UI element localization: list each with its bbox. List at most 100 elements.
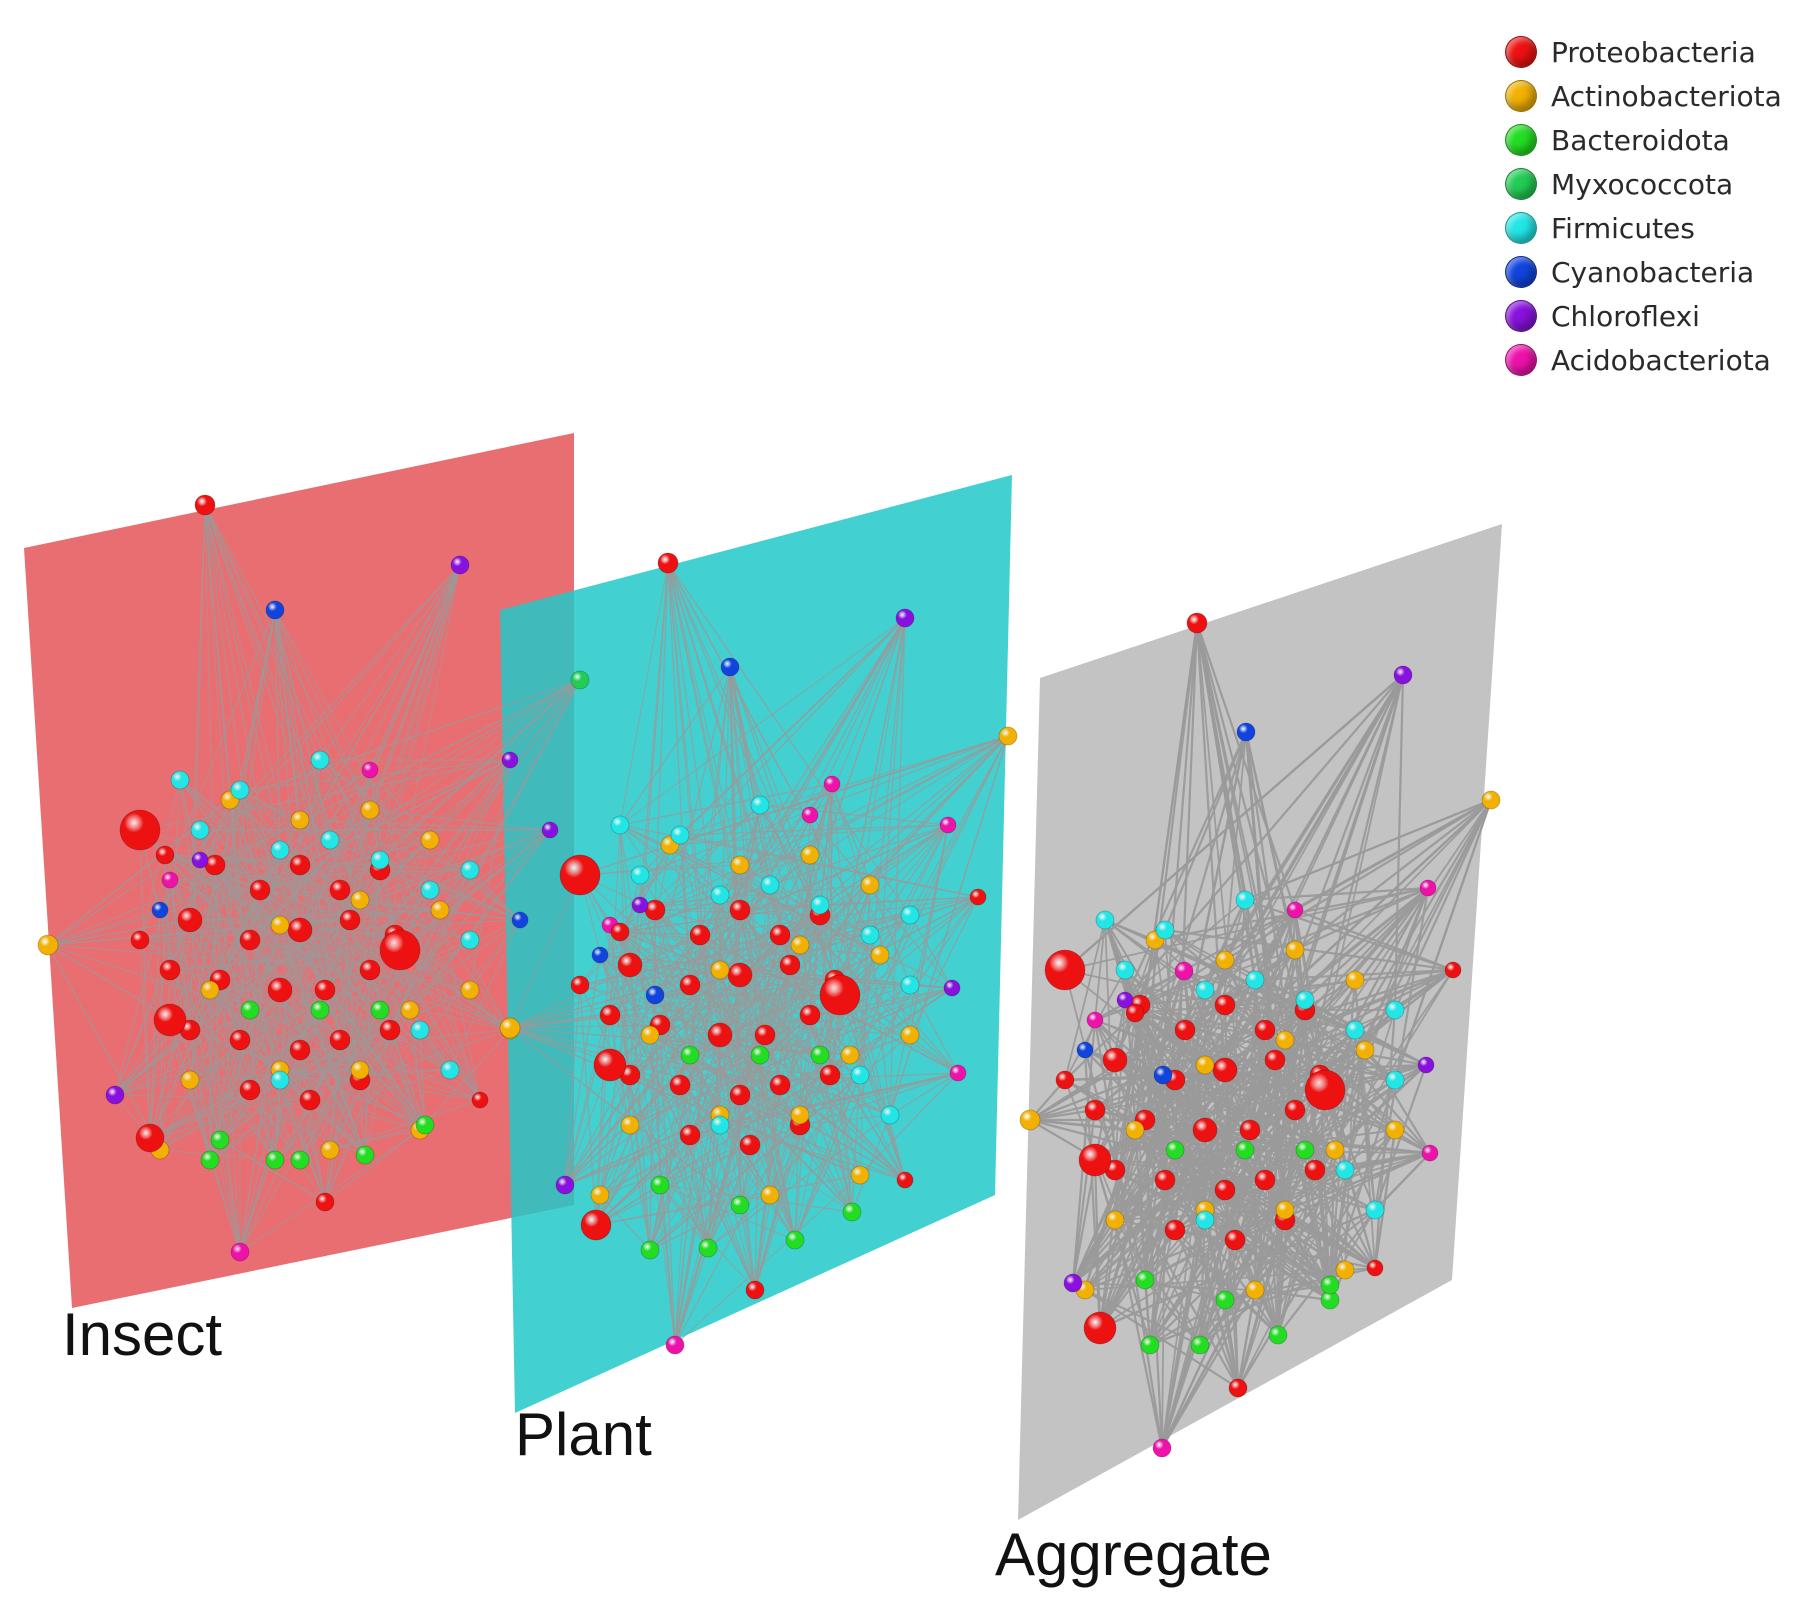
node-proteobacteria: [1125, 1003, 1145, 1023]
node-cyanobacteria: [1076, 1041, 1094, 1059]
edge: [699, 934, 721, 1036]
node-bacteroidota: [355, 1145, 375, 1165]
edge: [319, 759, 431, 841]
node-firmicutes: [710, 1115, 730, 1135]
edge: [679, 617, 906, 836]
node-bacteroidota: [210, 1130, 230, 1150]
node-actinobacteriota: [360, 800, 380, 820]
node-proteobacteria: [769, 1074, 791, 1096]
edge: [599, 1074, 631, 1196]
node-firmicutes: [1385, 1000, 1405, 1020]
edge: [299, 864, 326, 991]
node-firmicutes: [270, 840, 290, 860]
node-actinobacteriota: [840, 1045, 860, 1065]
node-firmicutes: [310, 750, 330, 770]
edge: [339, 564, 461, 1041]
edge: [1099, 1209, 1376, 1329]
edge: [749, 1144, 853, 1213]
edge: [229, 679, 581, 801]
node-proteobacteria: [1164, 1219, 1186, 1241]
node-actinobacteriota: [710, 960, 730, 980]
node-proteobacteria: [727, 962, 753, 988]
legend-marker-proteobacteria: [1505, 36, 1537, 68]
edge: [299, 929, 331, 1151]
edge: [1029, 1029, 1266, 1121]
edge: [1093, 1159, 1152, 1346]
edge: [204, 504, 371, 811]
edge: [667, 562, 801, 1126]
node-firmicutes: [610, 815, 630, 835]
edge: [189, 504, 206, 921]
node-firmicutes: [190, 820, 210, 840]
node-proteobacteria: [1078, 1143, 1112, 1177]
node-actinobacteriota: [1325, 1140, 1345, 1160]
node-actinobacteriota: [1245, 1280, 1265, 1300]
edge: [204, 504, 221, 1141]
node-proteobacteria: [1084, 1099, 1106, 1121]
legend-item-firmicutes: Firmicutes: [1505, 206, 1790, 250]
edge: [1144, 1049, 1366, 1121]
edge: [851, 1114, 891, 1213]
edge: [1144, 1119, 1286, 1221]
edge: [719, 1034, 891, 1116]
legend-label: Bacteroidota: [1551, 123, 1730, 157]
edge: [739, 896, 979, 911]
edge: [689, 1134, 709, 1249]
edge: [429, 829, 551, 891]
edge: [179, 779, 221, 981]
node-chloroflexi: [1393, 665, 1413, 685]
edge: [1244, 886, 1429, 902]
node-proteobacteria: [194, 494, 216, 516]
edge: [239, 1029, 391, 1041]
edge: [349, 919, 451, 1071]
edge: [1114, 939, 1156, 1171]
node-actinobacteriota: [400, 1000, 420, 1020]
edge: [659, 1184, 709, 1249]
edge: [599, 954, 801, 1116]
edge: [114, 799, 231, 1096]
edge: [299, 864, 361, 1081]
node-proteobacteria: [1228, 1378, 1248, 1398]
edge: [189, 919, 371, 971]
node-proteobacteria: [159, 959, 181, 981]
edge: [239, 889, 431, 1041]
edge: [279, 1079, 326, 1203]
node-firmicutes: [1195, 1210, 1215, 1230]
node-proteobacteria: [657, 552, 679, 574]
edge: [599, 1024, 661, 1196]
edge: [1144, 887, 1429, 1121]
edge: [1114, 1029, 1266, 1221]
edge: [609, 904, 641, 1066]
node-actinobacteriota: [350, 1060, 370, 1080]
edge: [779, 934, 821, 1056]
node-acidobacteriota: [1174, 961, 1194, 981]
node-firmicutes: [1245, 970, 1265, 990]
legend-marker-firmicutes: [1505, 212, 1537, 244]
edge: [309, 1099, 421, 1131]
edge: [1264, 1009, 1306, 1181]
node-acidobacteriota: [361, 761, 379, 779]
node-firmicutes: [630, 865, 650, 885]
edge: [1224, 1089, 1326, 1301]
edge: [1393, 799, 1493, 1081]
node-firmicutes: [420, 880, 440, 900]
edge: [619, 666, 731, 826]
node-actinobacteriota: [1195, 1055, 1215, 1075]
node-actinobacteriota: [860, 875, 880, 895]
node-actinobacteriota: [430, 900, 450, 920]
edge: [114, 819, 301, 1096]
node-bacteroidota: [640, 1240, 660, 1260]
node-actinobacteriota: [1215, 950, 1235, 970]
edge: [579, 854, 811, 876]
edge: [754, 1124, 801, 1291]
node-actinobacteriota: [998, 726, 1018, 746]
node-chloroflexi: [895, 608, 915, 628]
node-actinobacteriota: [800, 845, 820, 865]
edge: [889, 617, 906, 1116]
edge: [667, 562, 781, 1086]
edge: [639, 844, 671, 906]
edge: [654, 994, 761, 1056]
edge: [1144, 1219, 1206, 1281]
edge: [1094, 1109, 1201, 1346]
edge: [159, 859, 201, 911]
